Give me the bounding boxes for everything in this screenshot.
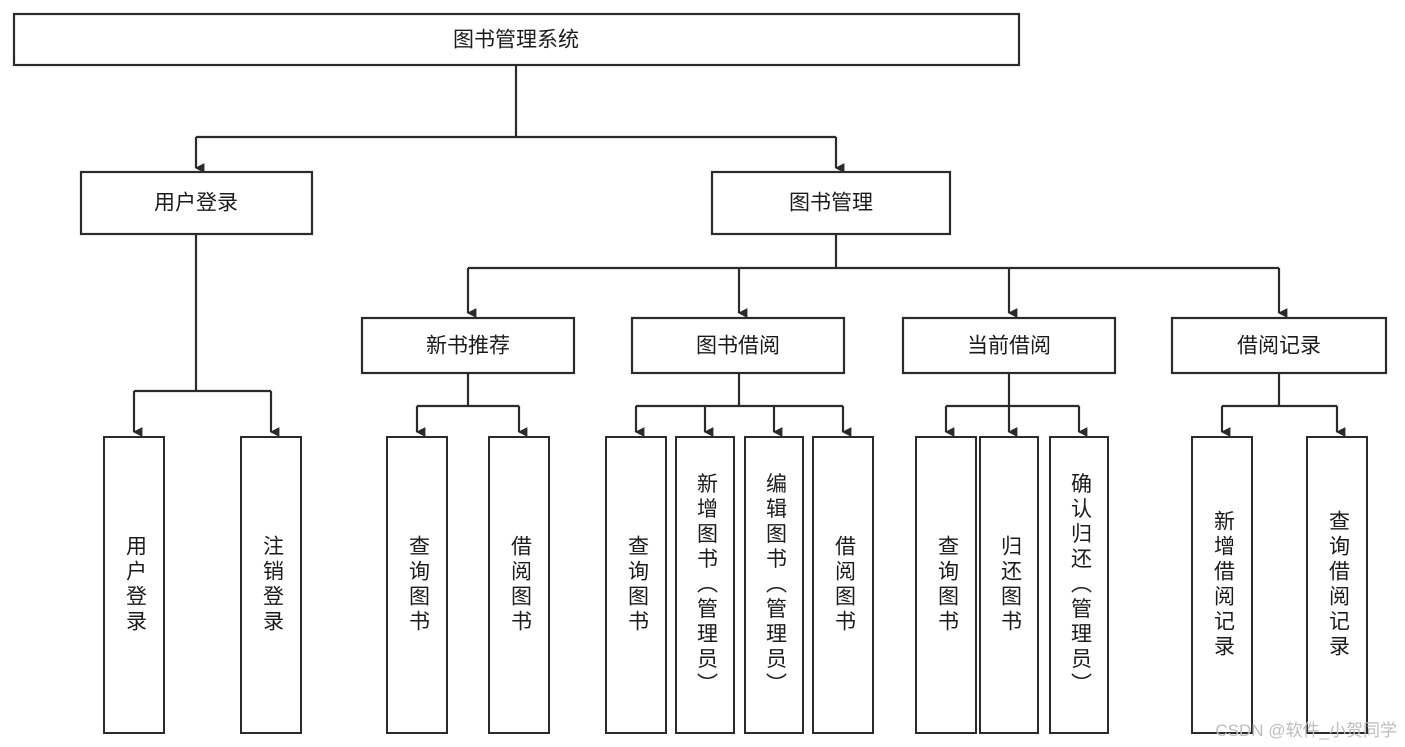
node-leaf-user-login-box[interactable] (103, 436, 165, 734)
node-leaf-borrow-book-2[interactable]: 借阅图书 (812, 436, 874, 734)
node-leaf-query-record[interactable]: 查询借阅记录 (1306, 436, 1368, 734)
connector-group-user-login (132, 235, 280, 437)
node-leaf-user-logout-box[interactable] (240, 436, 302, 734)
node-borrow-record[interactable]: 借阅记录 (1170, 316, 1388, 375)
node-borrow-record-label: 借阅记录 (1237, 335, 1321, 358)
node-leaf-query-record-label: 查询借阅记录 (1326, 510, 1350, 660)
node-leaf-user-login-label: 用户登录 (123, 535, 147, 635)
connector-group-root (194, 65, 845, 173)
node-leaf-query-book-1-label: 查询图书 (406, 535, 430, 635)
node-leaf-query-record-box[interactable] (1306, 436, 1368, 734)
connector-group-book-borrow (634, 374, 852, 437)
connector-group-book-manage (466, 235, 1288, 318)
node-leaf-edit-book[interactable]: 编辑图书（管理员） (744, 436, 804, 734)
node-root[interactable]: 图书管理系统 (12, 12, 1021, 67)
node-leaf-add-book[interactable]: 新增图书（管理员） (675, 436, 735, 734)
node-leaf-borrow-book-1-box[interactable] (488, 436, 550, 734)
node-leaf-return-book-label: 归还图书 (998, 535, 1022, 635)
node-leaf-return-book-box[interactable] (979, 436, 1039, 734)
node-leaf-confirm-return-label: 确认归还（管理员） (1068, 473, 1092, 698)
node-borrow-record-box[interactable] (1170, 316, 1388, 375)
node-leaf-borrow-book-2-label: 借阅图书 (832, 535, 856, 635)
connector-group-borrow-record (1220, 374, 1346, 437)
node-leaf-user-logout[interactable]: 注销登录 (240, 436, 302, 734)
node-leaf-edit-book-box[interactable] (744, 436, 804, 734)
node-current-borrow-label: 当前借阅 (967, 335, 1051, 358)
node-user-login[interactable]: 用户登录 (79, 170, 314, 236)
node-leaf-add-record[interactable]: 新增借阅记录 (1191, 436, 1253, 734)
node-leaf-add-record-box[interactable] (1191, 436, 1253, 734)
node-leaf-return-book[interactable]: 归还图书 (979, 436, 1039, 734)
node-leaf-add-book-label: 新增图书（管理员） (694, 473, 718, 698)
node-root-box[interactable] (12, 12, 1021, 67)
node-leaf-query-book-1-box[interactable] (386, 436, 448, 734)
node-leaf-query-book-3-box[interactable] (915, 436, 977, 734)
node-book-borrow-box[interactable] (630, 316, 846, 375)
node-leaf-borrow-book-1[interactable]: 借阅图书 (488, 436, 550, 734)
node-leaf-user-login[interactable]: 用户登录 (103, 436, 165, 734)
node-leaf-add-record-label: 新增借阅记录 (1211, 510, 1235, 660)
node-leaf-borrow-book-1-label: 借阅图书 (508, 535, 532, 635)
node-book-manage-label: 图书管理 (789, 192, 873, 215)
node-leaf-query-book-2-box[interactable] (605, 436, 667, 734)
node-leaf-edit-book-label: 编辑图书（管理员） (763, 473, 787, 698)
node-leaf-user-logout-label: 注销登录 (260, 535, 284, 635)
node-leaf-query-book-3[interactable]: 查询图书 (915, 436, 977, 734)
connector-group-recommend (415, 374, 528, 437)
connector-group-current-borrow (944, 374, 1088, 437)
node-leaf-query-book-1[interactable]: 查询图书 (386, 436, 448, 734)
node-leaf-add-book-box[interactable] (675, 436, 735, 734)
node-root-label: 图书管理系统 (453, 29, 579, 52)
node-book-borrow[interactable]: 图书借阅 (630, 316, 846, 375)
node-book-manage[interactable]: 图书管理 (710, 170, 952, 236)
node-leaf-query-book-3-label: 查询图书 (935, 535, 959, 635)
node-user-login-label: 用户登录 (154, 192, 238, 215)
node-leaf-query-book-2[interactable]: 查询图书 (605, 436, 667, 734)
node-leaf-borrow-book-2-box[interactable] (812, 436, 874, 734)
node-book-borrow-label: 图书借阅 (696, 335, 780, 358)
node-leaf-query-book-2-label: 查询图书 (625, 535, 649, 635)
node-user-login-box[interactable] (79, 170, 314, 236)
node-book-manage-box[interactable] (710, 170, 952, 236)
node-new-book-recommend-box[interactable] (360, 316, 576, 375)
node-current-borrow-box[interactable] (901, 316, 1117, 375)
node-current-borrow[interactable]: 当前借阅 (901, 316, 1117, 375)
node-new-book-recommend-label: 新书推荐 (426, 335, 510, 358)
node-leaf-confirm-return[interactable]: 确认归还（管理员） (1049, 436, 1109, 734)
node-leaf-confirm-return-box[interactable] (1049, 436, 1109, 734)
node-new-book-recommend[interactable]: 新书推荐 (360, 316, 576, 375)
